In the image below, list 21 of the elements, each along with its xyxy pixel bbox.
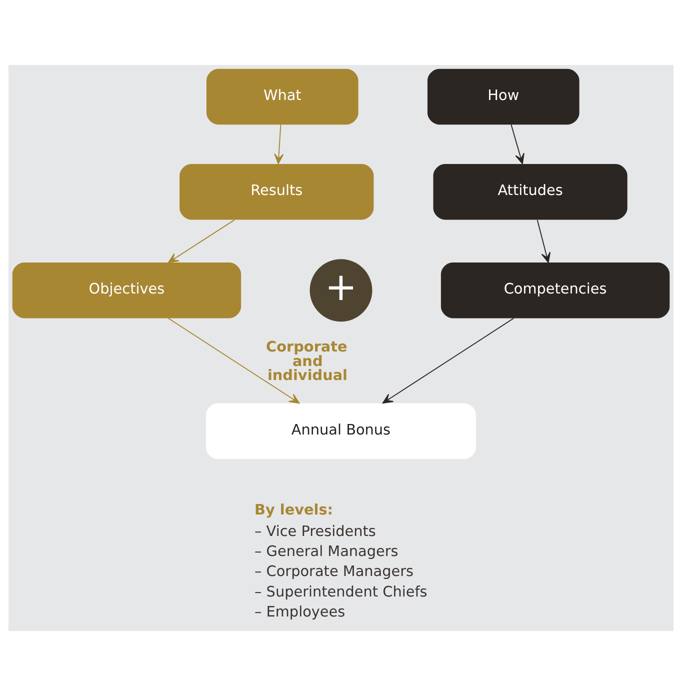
label: – General Managers bbox=[254, 544, 398, 560]
label: – Superintendent Chiefs bbox=[254, 584, 428, 600]
node-box: How bbox=[427, 68, 580, 124]
label: – Vice Presidents bbox=[254, 523, 376, 540]
node-box: Competencies bbox=[440, 262, 670, 318]
arrow bbox=[382, 317, 514, 404]
node-box: Annual Bonus bbox=[206, 402, 476, 458]
node-box: What bbox=[206, 68, 358, 124]
node-box: Results bbox=[180, 163, 374, 220]
arrow bbox=[510, 124, 524, 164]
label: – Corporate Managers bbox=[254, 564, 414, 580]
arrow bbox=[168, 218, 235, 262]
node-box: Objectives bbox=[12, 262, 242, 318]
arrow bbox=[536, 218, 551, 262]
edge-label: Corporate and individual bbox=[266, 338, 348, 384]
label: – Employees bbox=[254, 604, 346, 620]
arrow bbox=[274, 124, 284, 164]
node-box: Attitudes bbox=[433, 163, 628, 220]
label: By levels: bbox=[254, 502, 334, 518]
arrow bbox=[168, 317, 300, 404]
node-circle: + bbox=[310, 258, 372, 322]
